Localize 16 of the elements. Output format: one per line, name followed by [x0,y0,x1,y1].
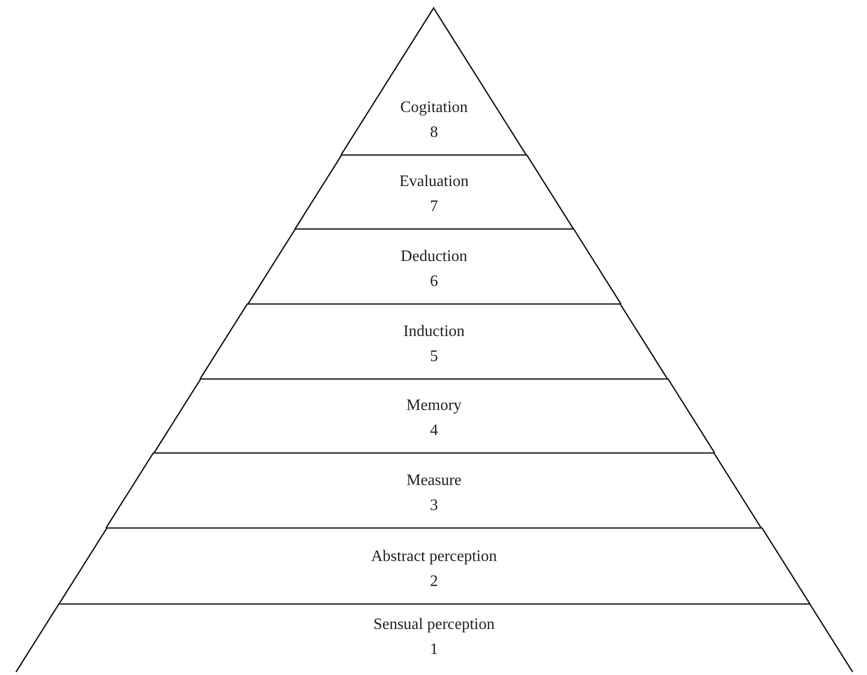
tier-label: Cogitation [400,99,468,117]
tier-number: 5 [430,348,438,366]
tier-number: 6 [430,273,438,291]
tier-number: 3 [430,497,438,515]
tier-number: 2 [430,573,438,591]
tier-label: Measure [406,472,462,490]
tier-label: Deduction [400,248,468,266]
tier-label: Induction [403,323,465,341]
tier-label: Abstract perception [371,548,497,566]
tier-number: 8 [430,124,438,142]
tier-label: Evaluation [399,173,469,191]
tier-number: 4 [430,422,438,440]
tier-number: 1 [430,641,438,659]
tier-label: Sensual perception [373,616,495,634]
tier-number: 7 [430,198,438,216]
tier-label: Memory [406,397,462,415]
